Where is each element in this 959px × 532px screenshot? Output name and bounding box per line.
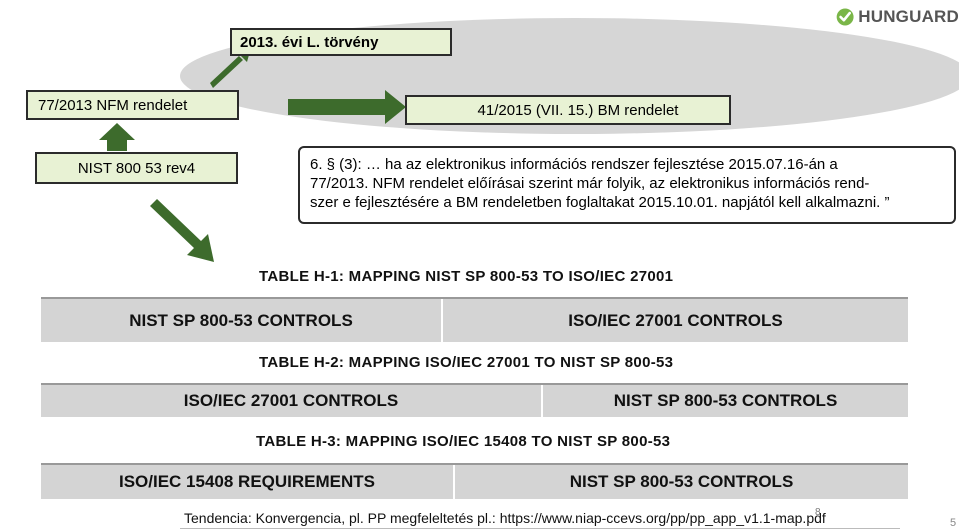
quote-line-1: 6. § (3): … ha az elektronikus informáci… xyxy=(310,156,838,173)
table-h3-col1: ISO/IEC 15408 REQUIREMENTS xyxy=(118,472,376,491)
check-logo-icon xyxy=(836,8,854,26)
quote-line-3: szer e fejlesztésére a BM rendeletben fo… xyxy=(310,194,890,211)
table-h1-col1: NIST SP 800-53 CONTROLS xyxy=(129,310,353,330)
table-h1-header: NIST SP 800-53 CONTROLS ISO/IEC 27001 CO… xyxy=(41,297,908,342)
arrow-nist-to-nfm xyxy=(99,123,135,151)
table-h3-header: ISO/IEC 15408 REQUIREMENTS NIST SP 800-5… xyxy=(41,463,908,499)
footnote-number: 8 xyxy=(815,507,821,518)
table-h1-title: TABLE H-1: MAPPING NIST SP 800-53 TO ISO… xyxy=(259,268,674,285)
table-h1-col2: ISO/IEC 27001 CONTROLS xyxy=(441,299,908,342)
law-box: 2013. évi L. törvény xyxy=(230,28,452,56)
quote-line-2: 77/2013. NFM rendelet előírásai szerint … xyxy=(310,175,870,192)
arrow-to-tables xyxy=(150,199,214,262)
logo-text: HUNGUARD xyxy=(858,7,959,26)
hunguard-logo: HUNGUARD xyxy=(836,2,959,32)
table-h3-title: TABLE H-3: MAPPING ISO/IEC 15408 TO NIST… xyxy=(256,433,671,450)
footer-divider xyxy=(180,528,900,529)
arrow-nfm-to-bm xyxy=(288,90,406,124)
page-number: 5 xyxy=(950,517,957,529)
footer-text: Tendencia: Konvergencia, pl. PP megfelel… xyxy=(184,510,826,526)
table-h2-col1: ISO/IEC 27001 CONTROLS xyxy=(183,391,399,410)
table-h2-title: TABLE H-2: MAPPING ISO/IEC 27001 TO NIST… xyxy=(259,354,674,371)
table-h3-col2: NIST SP 800-53 CONTROLS xyxy=(453,465,908,499)
regulation-quote: 6. § (3): … ha az elektronikus informáci… xyxy=(298,146,956,224)
nist-box: NIST 800 53 rev4 xyxy=(35,152,238,184)
nfm-regulation-box: 77/2013 NFM rendelet xyxy=(26,90,239,120)
table-h2-col2: NIST SP 800-53 CONTROLS xyxy=(541,385,908,417)
table-h2-header: ISO/IEC 27001 CONTROLS NIST SP 800-53 CO… xyxy=(41,383,908,417)
bm-regulation-box: 41/2015 (VII. 15.) BM rendelet xyxy=(405,95,731,125)
